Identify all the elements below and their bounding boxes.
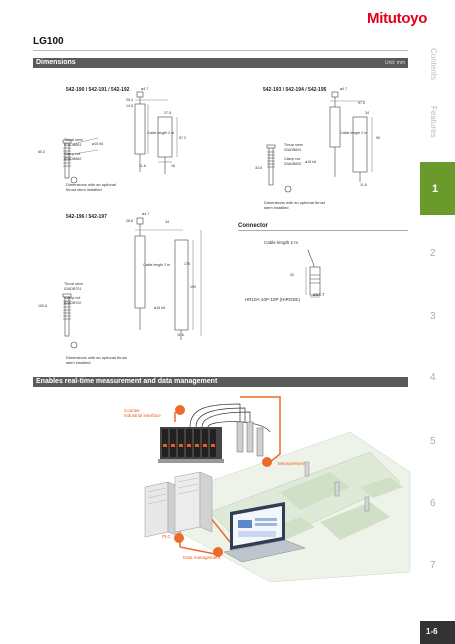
measurement-callout: Measurement — [278, 461, 306, 466]
figure-1-stem-diameter: ø15 h6 — [92, 142, 104, 146]
side-nav-section-7[interactable]: 7 — [430, 560, 436, 571]
figure-2-clamp-code: 02ADB692 — [284, 162, 302, 166]
realtime-section-header: Enables real-time measurement and data m… — [33, 377, 408, 387]
figure-3-thrust-code: 02ADB701 — [64, 287, 82, 291]
figure-3-dim-f: 11.6 — [177, 333, 184, 337]
figure-3-dim-b: 34 — [165, 220, 169, 224]
side-nav-features[interactable]: Features — [429, 106, 438, 138]
page-number: 1-6 — [426, 627, 438, 636]
figure-1-thrust-label: Thrust stem — [64, 138, 83, 142]
figure-1-thrust-code: 02ADB681 — [64, 143, 82, 147]
title-divider — [33, 50, 408, 51]
figure-2-clamp-label: Clamp nut — [284, 157, 301, 161]
plc-dot — [174, 533, 184, 543]
figure-2-tip-diameter: ø4.7 — [340, 87, 348, 91]
figure-2-dim-e: 34.8 — [255, 166, 262, 170]
figure-3-note: Dimensions with an optional thrust stem … — [66, 355, 127, 365]
system-illustration — [144, 396, 411, 583]
figure-1-dim-f: 16 — [171, 164, 175, 168]
figure-1-dim-g: 60.3 — [38, 150, 45, 154]
figure-3-dim-c: 176 — [184, 262, 190, 266]
figure-3-clamp-code: 02ADB702 — [64, 301, 82, 305]
connector-diameter: ø14.7 — [313, 292, 325, 297]
data-management-callout: Data management — [183, 555, 221, 560]
figure-3-title: 542-196 / 542-197 — [66, 214, 107, 220]
side-nav-section-3[interactable]: 3 — [430, 311, 436, 322]
connector-divider — [238, 230, 408, 231]
side-nav-section-5[interactable]: 5 — [430, 436, 436, 447]
figure-3-dim-d: 190 — [190, 285, 196, 289]
data-dot — [213, 547, 223, 557]
figure-2-thrust-code: 02ADB691 — [284, 148, 302, 152]
figure-2-cable-label: Cable length 2 m — [340, 131, 368, 135]
counter-dot — [175, 405, 185, 415]
figure-1-clamp-label: Clamp nut — [64, 152, 81, 156]
figure-1-dim-c: 27.5 — [164, 111, 171, 115]
side-nav-section-1-label: 1 — [432, 183, 439, 195]
figure-2-note: Dimensions with an optional thrust stem … — [264, 200, 325, 210]
figure-2-drawing — [266, 91, 373, 193]
unit-label: Unit: mm — [385, 60, 405, 66]
connector-model: HR10A-10P-10P (HIROSE) — [245, 297, 300, 302]
figure-2-thrust-label: Thrust stem — [284, 143, 303, 147]
side-nav-section-4[interactable]: 4 — [430, 372, 436, 383]
figure-1-clamp-code: 02ADB682 — [64, 157, 82, 161]
realtime-heading: Enables real-time measurement and data m… — [36, 378, 218, 385]
figure-1-drawing — [62, 91, 178, 184]
dimensions-section-header: Dimensions Unit: mm — [33, 58, 408, 68]
figure-1-dim-d: 57.2 — [179, 136, 186, 140]
figure-3-drawing — [62, 217, 202, 349]
figure-3-cable-label: Cable length 2 m — [143, 263, 171, 267]
side-nav-section-1-active[interactable]: 1 — [420, 162, 455, 215]
figure-1-cable-label: Cable length 2 m — [147, 131, 175, 135]
figure-2-dim-d: 11.6 — [360, 183, 367, 187]
figure-2-dim-c: 90 — [376, 136, 380, 140]
side-nav-contents[interactable]: Contents — [429, 48, 438, 81]
connector-length: 42 — [290, 273, 294, 277]
figure-1-note: Dimensions with an optional thrust stem … — [66, 182, 116, 192]
counter-callout: Counter Industrial interface — [124, 408, 161, 418]
figure-3-clamp-label: Clamp nut — [64, 296, 81, 300]
connector-cable-label: Cable length 2 m — [264, 240, 299, 245]
figure-3-dim-e: 100.8 — [38, 304, 47, 308]
figure-2-stem-diameter: ø15 h6 — [305, 160, 317, 164]
plc-callout: PLC — [162, 534, 171, 539]
figure-3-dim-a: 28.8 — [126, 219, 133, 223]
side-nav-section-6[interactable]: 6 — [430, 498, 436, 509]
figure-3-tip-diameter: ø4.7 — [142, 212, 150, 216]
figure-1-dim-a: 25.4 — [126, 98, 133, 102]
figure-3-thrust-label: Thrust stem — [64, 282, 83, 286]
connector-title: Connector — [238, 223, 268, 229]
figure-1-dim-b: 14.5 — [126, 104, 133, 108]
figure-2-dim-a: 97.5 — [358, 101, 365, 105]
figure-1-tip-diameter: ø4.7 — [141, 87, 149, 91]
measurement-dot — [262, 457, 272, 467]
page-title: LG100 — [33, 36, 64, 47]
dimensions-heading: Dimensions — [36, 59, 76, 66]
figure-2-title: 542-193 / 542-194 / 542-195 — [263, 87, 327, 93]
figure-1-title: 542-190 / 542-191 / 542-192 — [66, 87, 130, 93]
side-nav-section-2[interactable]: 2 — [430, 248, 436, 259]
figure-2-dim-b: 34 — [365, 111, 369, 115]
page-number-tab: 1-6 — [420, 621, 455, 644]
connector-drawing — [305, 249, 321, 298]
mitutoyo-logo: Mitutoyo — [367, 10, 428, 27]
figure-1-dim-e: 11.6 — [139, 164, 146, 168]
figure-3-stem-diameter: ø15 h6 — [154, 306, 166, 310]
